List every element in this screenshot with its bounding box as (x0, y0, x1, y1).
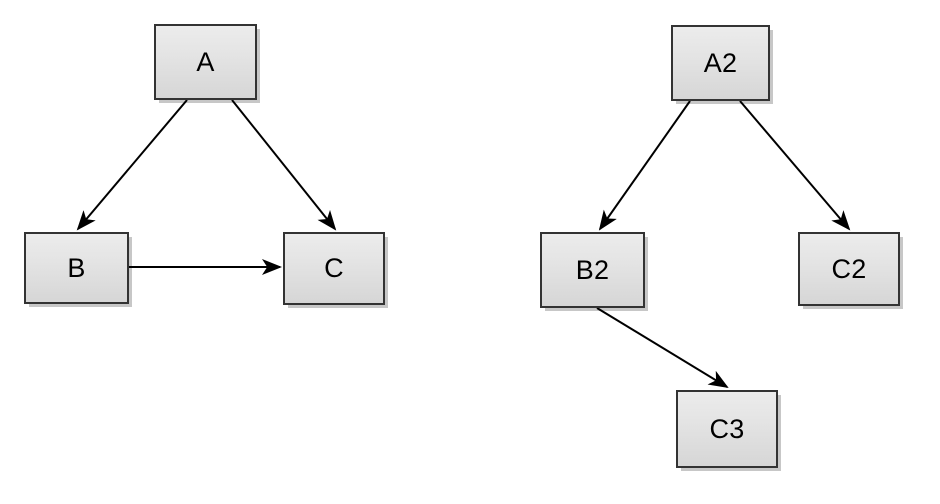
node-b2[interactable]: B2 (540, 232, 645, 308)
node-b2-label: B2 (575, 254, 610, 285)
node-c-label: C (324, 253, 344, 283)
node-a[interactable]: A (154, 24, 257, 100)
edge-a2-to-b2 (598, 100, 691, 231)
node-c2[interactable]: C2 (798, 232, 900, 306)
edge-a-to-c (231, 99, 337, 231)
edge-a2-to-c2 (739, 100, 851, 231)
edge-a-to-b (76, 99, 188, 231)
node-c[interactable]: C (283, 232, 385, 305)
node-b-label: B (67, 252, 86, 283)
edge-b2-to-c3 (596, 307, 729, 389)
node-c3-label: C3 (709, 413, 745, 444)
edges-group (76, 99, 851, 389)
node-a2[interactable]: A2 (671, 25, 770, 101)
node-b[interactable]: B (24, 232, 129, 304)
node-a2-label: A2 (703, 47, 738, 78)
node-c3[interactable]: C3 (676, 390, 778, 468)
node-a-label: A (196, 46, 215, 77)
node-c2-label: C2 (831, 253, 867, 284)
